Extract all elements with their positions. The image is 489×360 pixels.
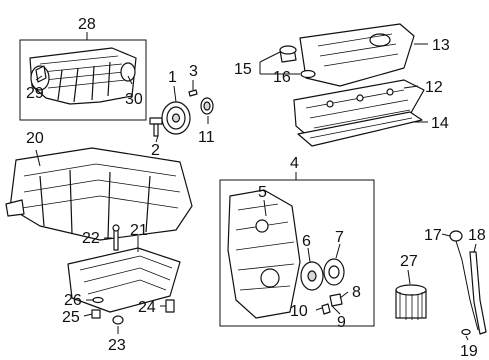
valve-cover-gasket (297, 111, 423, 147)
callout-15: 15 (234, 61, 252, 78)
drain-plug (91, 309, 101, 319)
callout-24: 24 (138, 299, 156, 316)
callout-20: 20 (26, 130, 44, 147)
callout-19: 19 (460, 343, 478, 360)
timing-chain-cover (227, 189, 301, 319)
callout-21: 21 (130, 222, 148, 239)
engine-cover (299, 23, 415, 87)
callout-6: 6 (302, 233, 311, 250)
callout-27: 27 (400, 253, 418, 270)
callout-1: 1 (168, 69, 177, 86)
callout-13: 13 (432, 37, 450, 54)
callout-4: 4 (290, 155, 299, 172)
callout-26: 26 (64, 292, 82, 309)
callout-9: 9 (337, 314, 346, 331)
callout-8: 8 (352, 284, 361, 301)
oil-pan-stud (112, 315, 124, 325)
callout-30: 30 (125, 91, 143, 108)
oil-filter (395, 284, 427, 320)
pulley-bolt (149, 117, 163, 137)
callout-29: 29 (26, 85, 44, 102)
intake-manifold-frame (19, 39, 147, 121)
intake-manifold (29, 47, 137, 105)
callout-12: 12 (425, 79, 443, 96)
oil-filler-cap (279, 45, 297, 63)
lower-oil-pan (67, 247, 181, 313)
callout-17: 17 (424, 227, 442, 244)
guide-tube-o-ring (461, 328, 471, 336)
drain-plug-gasket (92, 296, 104, 304)
oil-pump-drive-rotor (300, 261, 324, 291)
callout-22: 22 (82, 230, 100, 247)
oil-pan-bolt (165, 299, 175, 313)
oil-pump-driven-rotor (323, 258, 345, 286)
dipstick-guide-bolt (112, 224, 120, 251)
leader-lines (35, 32, 477, 341)
timing-cover-frame (219, 179, 375, 327)
upper-oil-pan (5, 147, 193, 241)
callout-23: 23 (108, 337, 126, 354)
callout-3: 3 (189, 63, 198, 80)
callout-25: 25 (62, 309, 80, 326)
woodruff-key (188, 89, 198, 97)
callout-7: 7 (335, 229, 344, 246)
callout-28: 28 (78, 16, 96, 33)
callout-5: 5 (258, 184, 267, 201)
oil-pump-cover (329, 293, 343, 307)
callout-11: 11 (198, 129, 215, 146)
dipstick-guide-tube (469, 251, 487, 335)
callout-18: 18 (468, 227, 486, 244)
callout-14: 14 (431, 115, 449, 132)
filler-cap-gasket (300, 69, 316, 79)
front-crank-seal (200, 97, 214, 115)
valve-cover (293, 79, 425, 139)
crankshaft-pulley (161, 101, 191, 135)
relief-valve-spring (321, 303, 331, 315)
callout-16: 16 (273, 69, 291, 86)
callout-2: 2 (151, 142, 160, 159)
callout-10: 10 (290, 303, 308, 320)
